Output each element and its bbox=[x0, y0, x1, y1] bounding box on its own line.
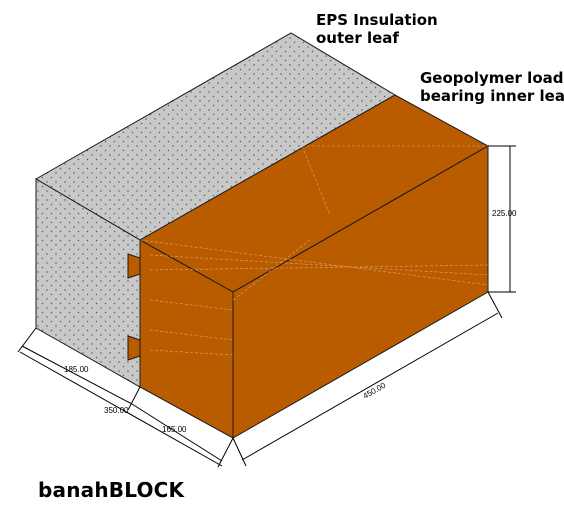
geopolymer-callout: Geopolymer load bearing inner leaf bbox=[420, 69, 564, 105]
dovetail-key-lower bbox=[127, 335, 141, 361]
eps-callout-line-2: outer leaf bbox=[316, 29, 399, 47]
length-dimension bbox=[232, 291, 503, 467]
height-dimension bbox=[488, 145, 516, 293]
brand-title: banahBLOCK bbox=[38, 478, 185, 502]
eps-callout: EPS Insulation outer leaf bbox=[316, 11, 443, 47]
geo-width-label: 165.00 bbox=[162, 425, 187, 434]
surface-lines bbox=[139, 145, 489, 356]
geopolymer-callout-line-1: Geopolymer load bbox=[420, 69, 563, 87]
dovetail-key-upper bbox=[127, 253, 141, 279]
eps-callout-line-1: EPS Insulation bbox=[316, 11, 438, 29]
width-dimensions bbox=[17, 327, 234, 468]
total-width-label: 350.00 bbox=[104, 406, 129, 415]
eps-width-label: 185.00 bbox=[64, 365, 89, 374]
geopolymer-callout-line-2: bearing inner leaf bbox=[420, 87, 564, 105]
height-dimension-label: 225.00 bbox=[492, 209, 517, 218]
